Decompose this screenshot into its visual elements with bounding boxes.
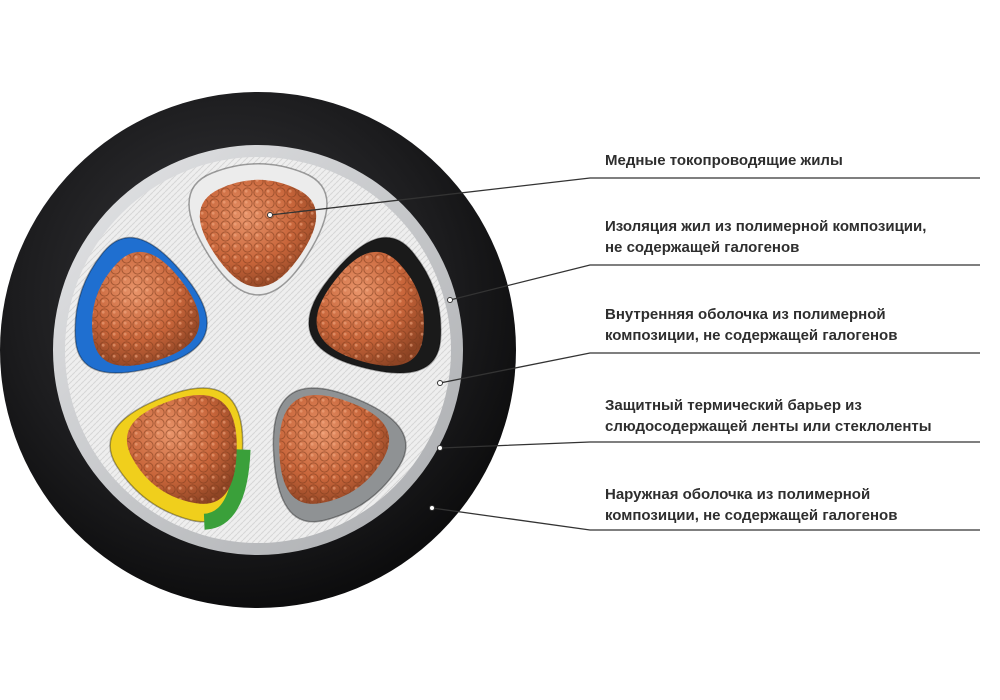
callout-core-insulation: Изоляция жил из полимерной композиции, н… [605,216,985,258]
callout-inner-sheath: Внутренняя оболочка из полимерной композ… [605,304,985,346]
green-stripe [102,380,251,530]
leader-outer-sheath [431,507,980,531]
callout-line: не содержащей галогенов [605,239,800,256]
core-blue [74,236,208,374]
leader-thermal-barrier [439,441,980,449]
leader-endpoint [437,445,443,451]
leader-endpoint [447,297,453,303]
copper-strands [279,394,390,504]
callout-line: Наружная оболочка из полимерной [605,486,871,503]
leader-inner-sheath [439,352,980,384]
callout-line: композиции, не содержащей галогенов [605,507,898,524]
callout-copper-conductors: Медные токопроводящие жилы [605,150,985,171]
callout-thermal-barrier: Защитный термический барьер из слюдосоде… [605,395,985,437]
leader-lines [267,177,980,531]
callout-outer-sheath: Наружная оболочка из полимерной композиц… [605,484,985,526]
copper-strands [199,179,317,287]
core-yellow-green [102,380,251,530]
core-black [308,236,442,374]
leader-core-insulation [449,264,980,301]
callout-line: Медные токопроводящие жилы [605,152,843,169]
copper-strands [126,394,237,504]
cores-group [74,163,442,530]
callout-line: Внутренняя оболочка из полимерной [605,306,886,323]
copper-strands [316,251,424,366]
leader-copper-conductors [269,177,980,216]
core-gray [272,387,407,523]
leader-endpoint [267,212,273,218]
leader-endpoint [437,380,443,386]
callout-line: слюдосодержащей ленты или стеклоленты [605,418,932,435]
leader-endpoint [429,505,435,511]
core-white [188,163,328,296]
callout-line: Защитный термический барьер из [605,397,862,414]
copper-strands [92,251,200,366]
callout-line: композиции, не содержащей галогенов [605,327,898,344]
callout-line: Изоляция жил из полимерной композиции, [605,218,927,235]
